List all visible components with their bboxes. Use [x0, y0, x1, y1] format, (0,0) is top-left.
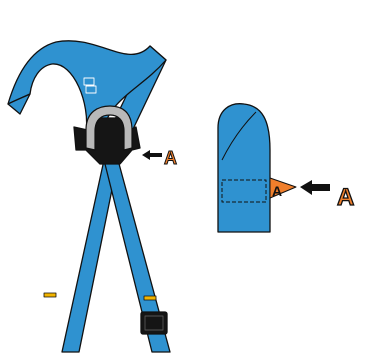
arrow-left-icon: [300, 180, 330, 195]
marker-letter-harness: A: [164, 148, 177, 168]
strap-adjuster-buckle: [140, 311, 168, 335]
detail-callout: A: [300, 180, 355, 212]
strap-fold-line: [221, 111, 257, 161]
strap-detail-view: A: [217, 103, 297, 233]
chest-harness: [7, 40, 171, 353]
strap-end-piece: [217, 103, 271, 233]
shoulder-strap-tip: [7, 93, 31, 115]
stitch-mark-left: [43, 292, 57, 298]
stitch-mark-right: [143, 295, 157, 301]
metal-d-ring-buckle: [85, 105, 133, 151]
arrow-left-icon: [142, 150, 162, 160]
lower-left-strap: [61, 159, 119, 353]
orange-tag: [269, 177, 297, 199]
marker-letter-orange: A: [272, 183, 282, 199]
marker-letter-detail: A: [337, 184, 354, 211]
hidden-label-outline: [221, 179, 267, 203]
brand-logo-icon: [83, 77, 97, 94]
harness-callout: A: [142, 148, 178, 169]
